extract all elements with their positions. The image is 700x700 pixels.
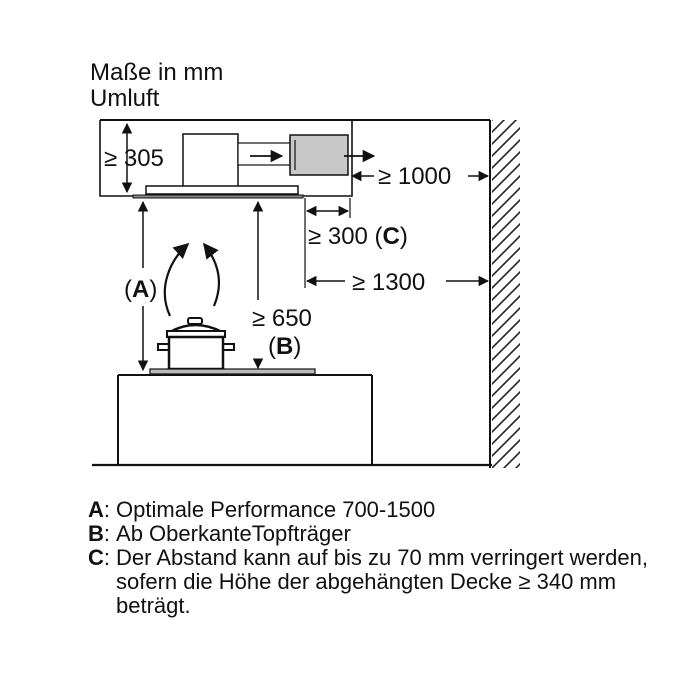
legend-sep-b: : — [103, 521, 111, 546]
hood-panel — [132, 194, 304, 199]
legend-key-b: B — [88, 521, 104, 546]
legend-text-b: Ab OberkanteTopfträger — [116, 521, 351, 546]
legend-text-c: Der Abstand kann auf bis zu 70 mm verrin… — [116, 545, 648, 618]
dim-a-label: (A) — [124, 276, 157, 303]
filter-module — [289, 134, 349, 176]
legend-key-c: C — [88, 545, 104, 570]
duct-piece — [237, 142, 291, 166]
legend-sep-c: : — [103, 545, 111, 570]
legend-key-a: A — [88, 497, 104, 522]
cooking-pot-icon — [157, 317, 235, 371]
dim-1000-label: ≥ 1000 — [378, 163, 451, 190]
motor-box — [182, 133, 239, 189]
legend-text-a: Optimale Performance 700-1500 — [116, 497, 436, 522]
dim-650-label: ≥ 650 — [252, 305, 312, 332]
dim-300-label: ≥ 300 (C) — [308, 223, 408, 250]
mode-label: Umluft — [90, 85, 160, 112]
legend-item-a: A: Optimale Performance 700-1500 — [88, 498, 688, 522]
cooktop — [149, 368, 316, 375]
wall-hatch — [492, 120, 520, 468]
steam-arrow-right — [203, 242, 221, 307]
dim-305-label: ≥ 305 — [104, 145, 164, 172]
units-label: Maße in mm — [90, 59, 223, 86]
legend: A: Optimale Performance 700-1500 B: Ab O… — [88, 498, 688, 618]
legend-item-b: B: Ab OberkanteTopfträger — [88, 522, 688, 546]
legend-item-c: C: Der Abstand kann auf bis zu 70 mm ver… — [88, 546, 688, 618]
dim-1300-label: ≥ 1300 — [352, 269, 425, 296]
legend-sep-a: : — [103, 497, 111, 522]
dim-b-label: (B) — [268, 333, 301, 360]
hood-body — [145, 185, 299, 195]
steam-arrow-left — [163, 242, 190, 317]
